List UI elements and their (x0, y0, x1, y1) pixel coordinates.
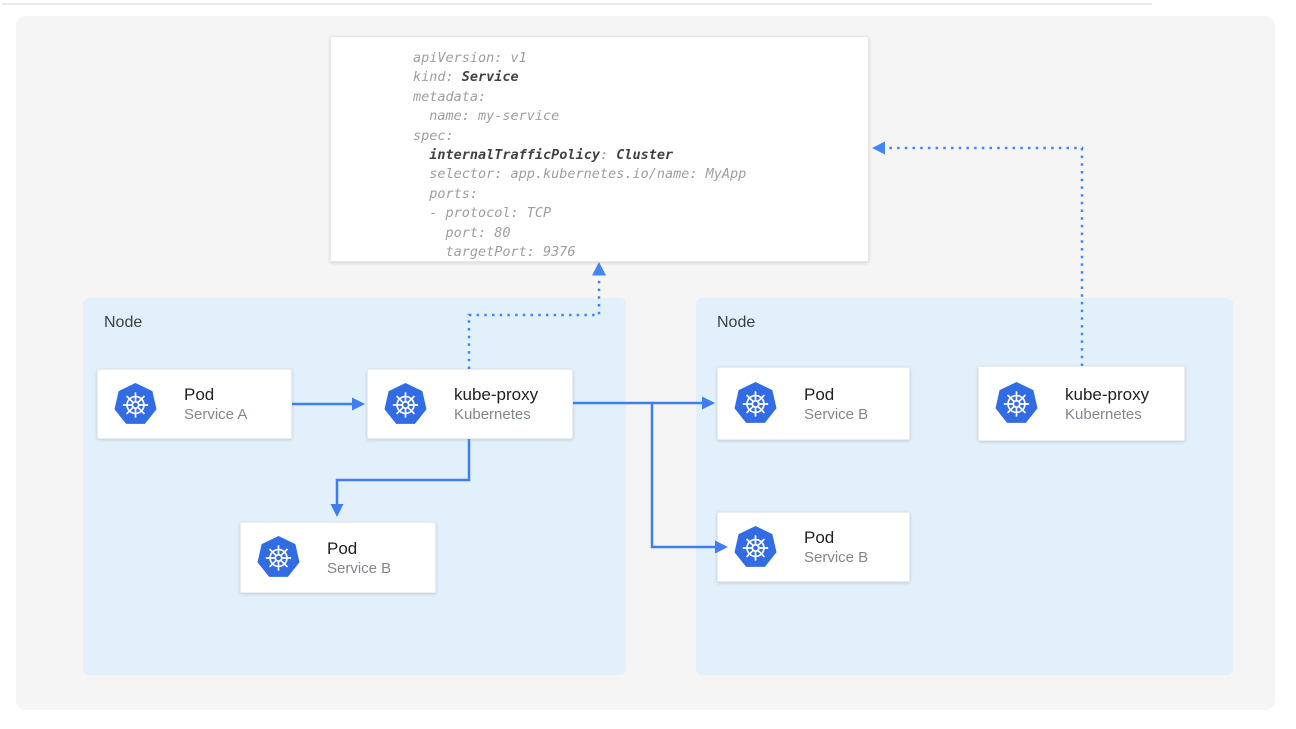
yaml-line: kind: Service (413, 69, 519, 86)
card-title: Pod (327, 538, 358, 558)
card-kube-proxy-left: kube-proxy Kubernetes (367, 369, 573, 439)
card-subtitle: Service B (327, 559, 392, 577)
service-yaml-card: apiVersion: v1 kind: Service metadata: nam… (330, 36, 869, 262)
yaml-line: - protocol: TCP (413, 205, 552, 222)
card-title: Pod (184, 385, 215, 404)
card-title: kube-proxy (1065, 384, 1150, 404)
kubernetes-helm-icon (733, 525, 778, 570)
card-kube-proxy-right: kube-proxy Kubernetes (978, 366, 1185, 441)
yaml-code: apiVersion: v1 kind: Service metadata: nam… (331, 37, 868, 262)
kubernetes-helm-icon (256, 535, 301, 580)
card-text: kube-proxy Kubernetes (1065, 384, 1149, 424)
kubernetes-helm-icon (383, 382, 428, 427)
card-text: Pod Service A (184, 384, 247, 424)
kubernetes-helm-icon (733, 381, 778, 426)
card-pod-service-a: Pod Service A (97, 369, 292, 439)
card-pod-service-b-right-bottom: Pod Service B (717, 512, 910, 582)
yaml-line: port: 80 (413, 224, 511, 241)
yaml-line: selector: app.kubernetes.io/name: MyApp (413, 166, 747, 183)
card-text: Pod Service B (804, 527, 868, 567)
yaml-line: targetPort: 9376 (413, 244, 576, 261)
yaml-line: apiVersion: v1 (413, 50, 527, 66)
card-text: Pod Service B (327, 538, 391, 578)
kubernetes-helm-icon (113, 382, 158, 427)
card-text: kube-proxy Kubernetes (454, 384, 538, 424)
top-divider (2, 3, 1152, 5)
card-title: Pod (804, 384, 835, 404)
yaml-line: internalTrafficPolicy: Cluster (429, 147, 674, 164)
yaml-line: metadata: (413, 88, 487, 105)
node-right: Node (696, 298, 1233, 675)
card-subtitle: Service B (804, 405, 869, 423)
yaml-line: ports: (413, 185, 479, 202)
node-left: Node (83, 298, 626, 675)
card-title: kube-proxy (454, 385, 539, 404)
node-right-label: Node (717, 314, 756, 331)
card-pod-service-b-right-top: Pod Service B (717, 367, 910, 440)
card-subtitle: Service B (804, 549, 869, 566)
node-left-label: Node (104, 314, 143, 331)
card-subtitle: Service A (184, 406, 248, 423)
yaml-line: spec: (413, 127, 454, 144)
card-subtitle: Kubernetes (454, 406, 531, 423)
yaml-line: name: my-service (413, 108, 560, 125)
card-text: Pod Service B (804, 384, 868, 424)
card-pod-service-b-left: Pod Service B (240, 522, 436, 593)
card-title: Pod (804, 528, 835, 547)
card-subtitle: Kubernetes (1065, 405, 1142, 423)
kubernetes-helm-icon (994, 381, 1039, 426)
